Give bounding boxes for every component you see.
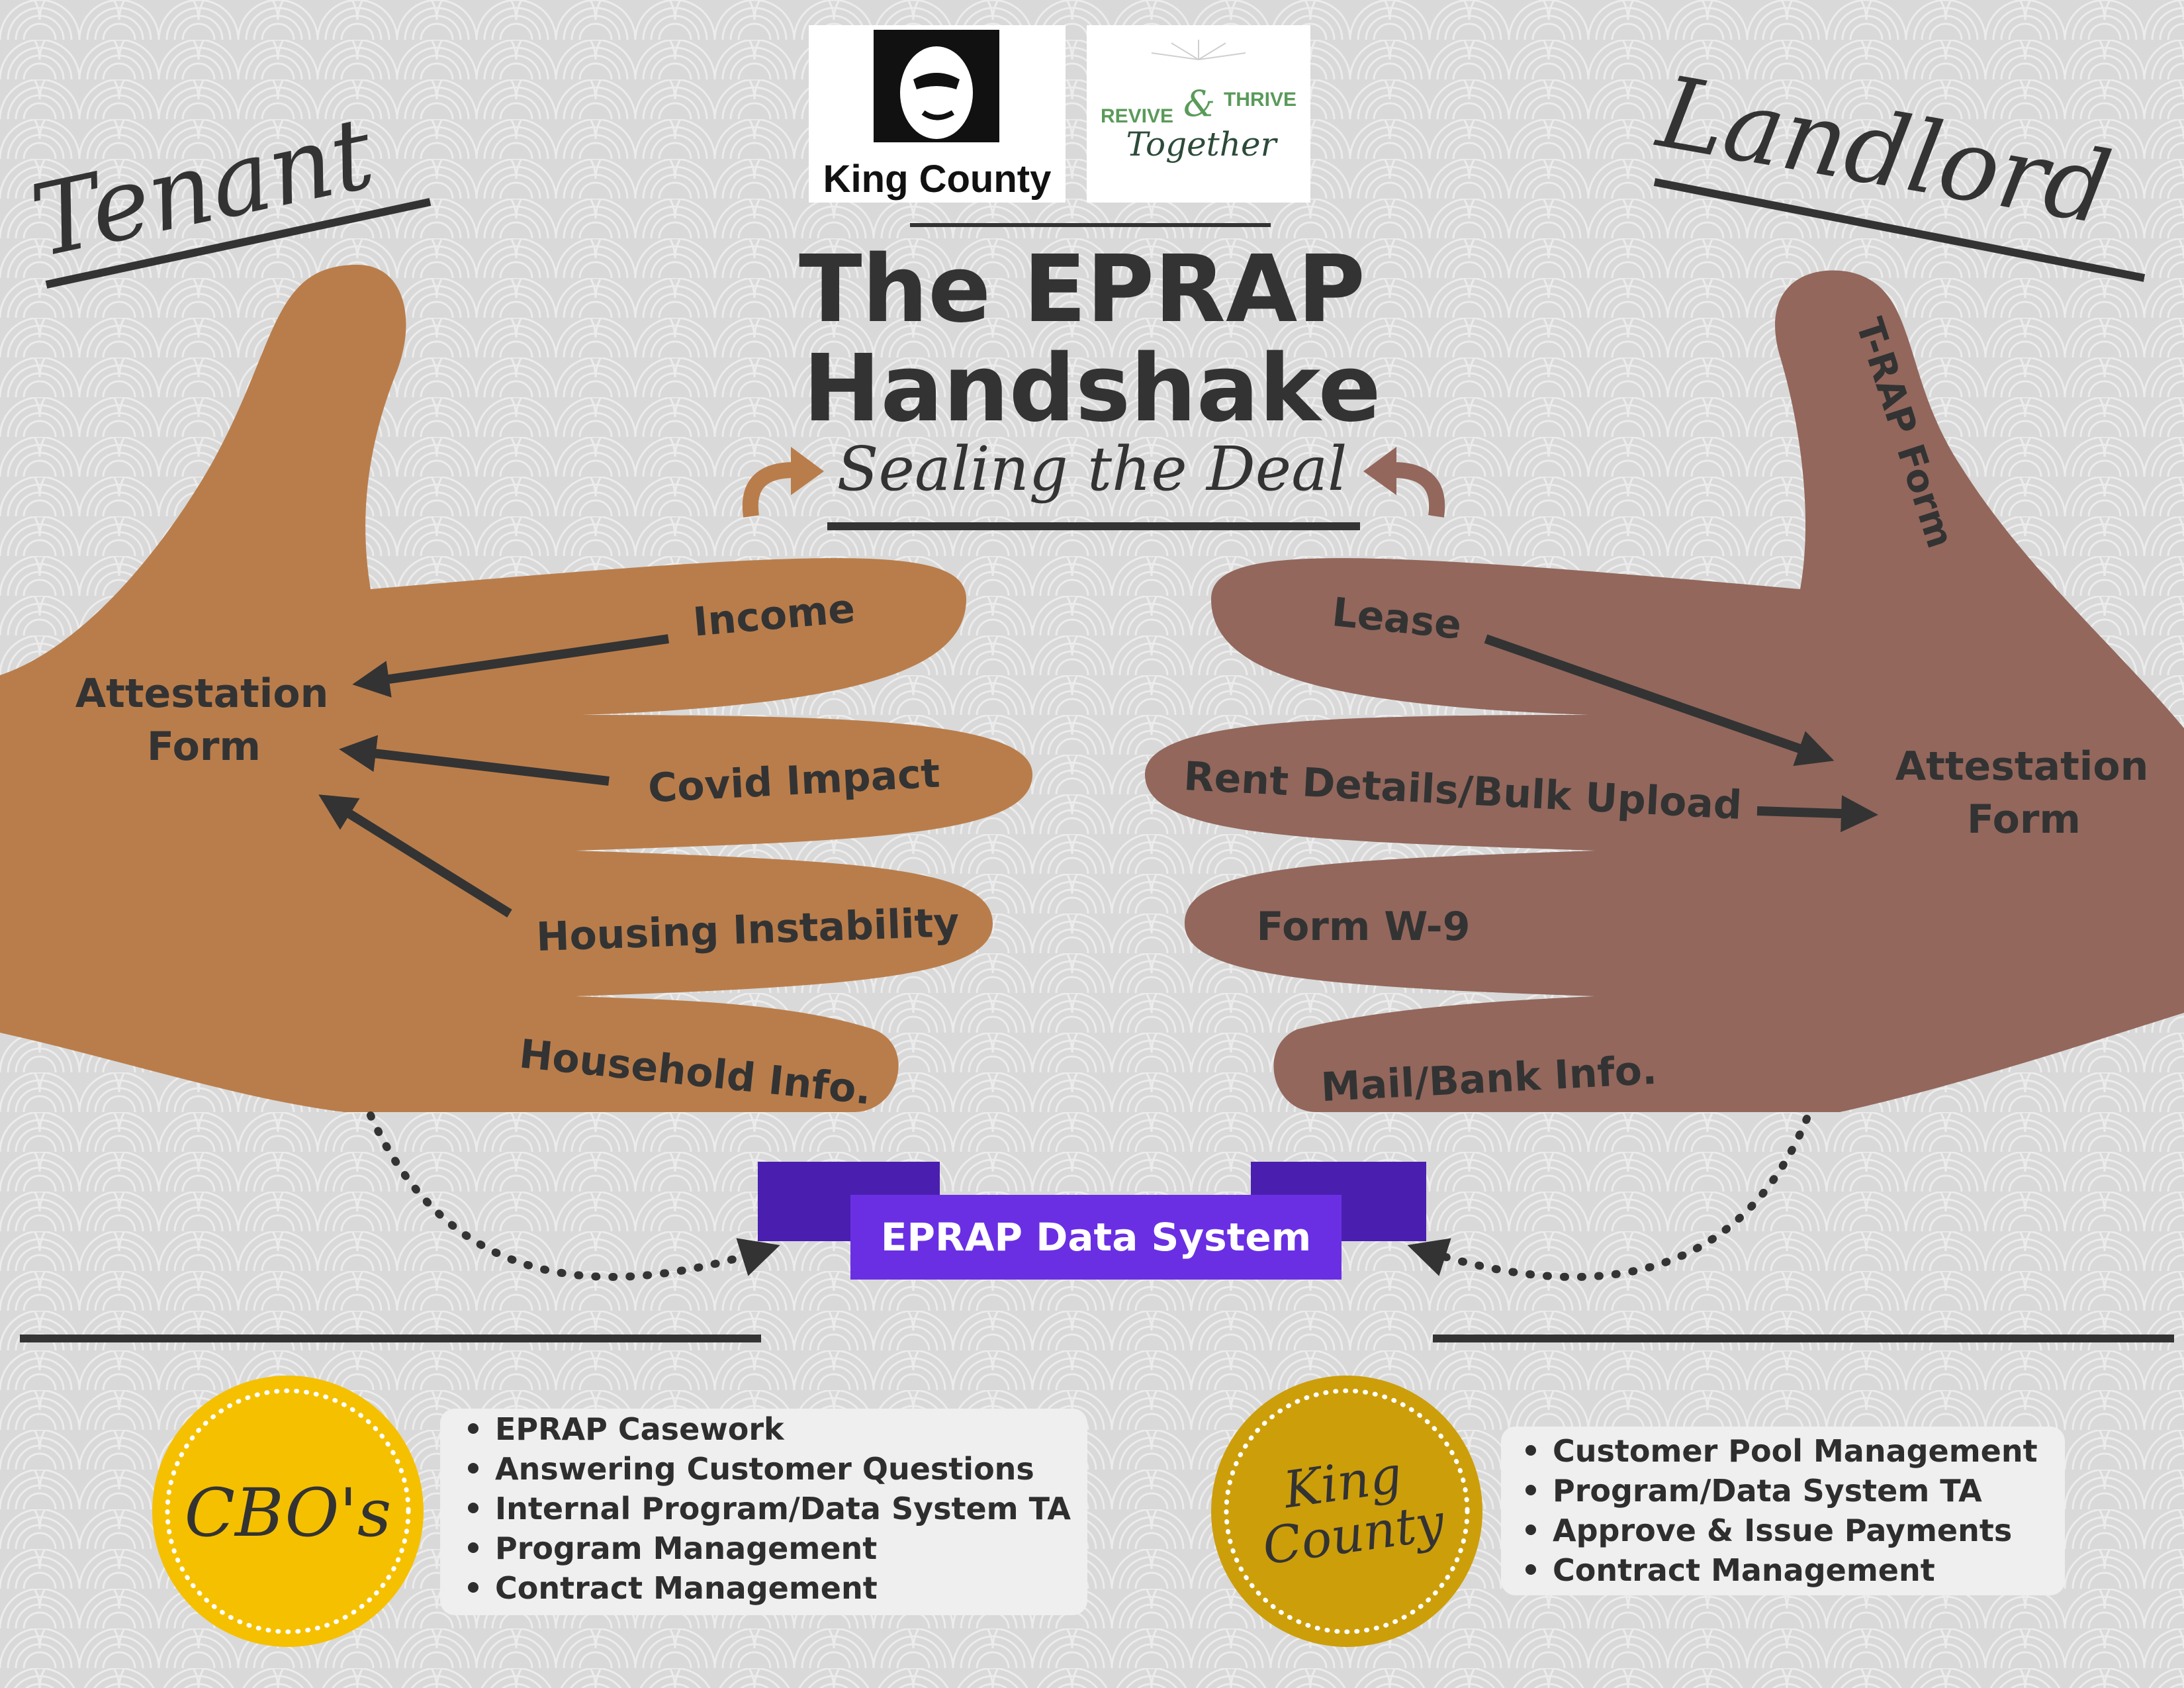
revive-amp: & xyxy=(1183,83,1215,124)
thrive-text: THRIVE xyxy=(1224,89,1297,111)
king-county-badge xyxy=(1211,1376,1482,1647)
cbo-item-5: Contract Management xyxy=(495,1570,878,1606)
kc-item-3: Approve & Issue Payments xyxy=(1553,1513,2012,1548)
arrow-income xyxy=(352,634,670,698)
dotted-connector-landlord xyxy=(1407,1115,1811,1282)
landlord-target-line2: Form xyxy=(1967,796,2081,843)
main-title-line2: Handshake xyxy=(803,335,1381,443)
revive-text: REVIVE xyxy=(1101,105,1173,127)
kc-item-2: Program/Data System TA xyxy=(1553,1473,1982,1509)
cbo-item-3: Internal Program/Data System TA xyxy=(495,1491,1071,1526)
kc-item-4: Contract Management xyxy=(1553,1552,1935,1588)
dotted-connector-tenant xyxy=(367,1111,780,1281)
data-system-block: EPRAP Data System xyxy=(758,1162,1426,1280)
curved-arrow-right-icon xyxy=(1392,462,1445,518)
tenant-target-line2: Form xyxy=(147,724,261,770)
landlord-finger-w9: Form W-9 xyxy=(1257,904,1471,950)
curved-arrow-left-icon xyxy=(742,462,795,518)
kc-item-1: Customer Pool Management xyxy=(1553,1433,2038,1469)
cbo-item-4: Program Management xyxy=(495,1530,877,1566)
tenant-underline xyxy=(45,198,432,289)
king-county-logo-text: King County xyxy=(823,158,1052,201)
cbo-section: CBO's EPRAP Casework Answering Customer … xyxy=(152,1376,1087,1647)
king-county-list-card xyxy=(1501,1427,2065,1595)
king-county-section: King County Customer Pool Management Pro… xyxy=(1211,1376,2065,1647)
arrow-covid xyxy=(339,735,610,786)
revive-thrive-logo: REVIVE & THRIVE Together xyxy=(1087,25,1310,203)
data-system-label: EPRAP Data System xyxy=(881,1215,1311,1260)
tenant-hand xyxy=(0,265,1032,1112)
cbo-badge xyxy=(152,1376,424,1647)
king-county-logo: King County xyxy=(809,25,1066,203)
landlord-hand xyxy=(1145,270,2184,1113)
cbo-badge-text: CBO's xyxy=(185,1474,392,1552)
subtitle: Sealing the Deal xyxy=(837,434,1347,504)
arrow-rent xyxy=(1756,795,1878,833)
landlord-target-line1: Attestation xyxy=(1895,743,2149,790)
tenant-target-line1: Attestation xyxy=(75,671,329,717)
main-title-line1: The EPRAP xyxy=(799,236,1365,344)
cbo-list-card xyxy=(440,1409,1087,1615)
cbo-item-2: Answering Customer Questions xyxy=(495,1451,1034,1487)
arrow-lease xyxy=(1484,634,1835,767)
cbo-item-1: EPRAP Casework xyxy=(495,1411,785,1447)
arrow-housing xyxy=(318,794,512,917)
together-text: Together xyxy=(1126,125,1279,164)
landlord-underline xyxy=(1653,178,2146,282)
